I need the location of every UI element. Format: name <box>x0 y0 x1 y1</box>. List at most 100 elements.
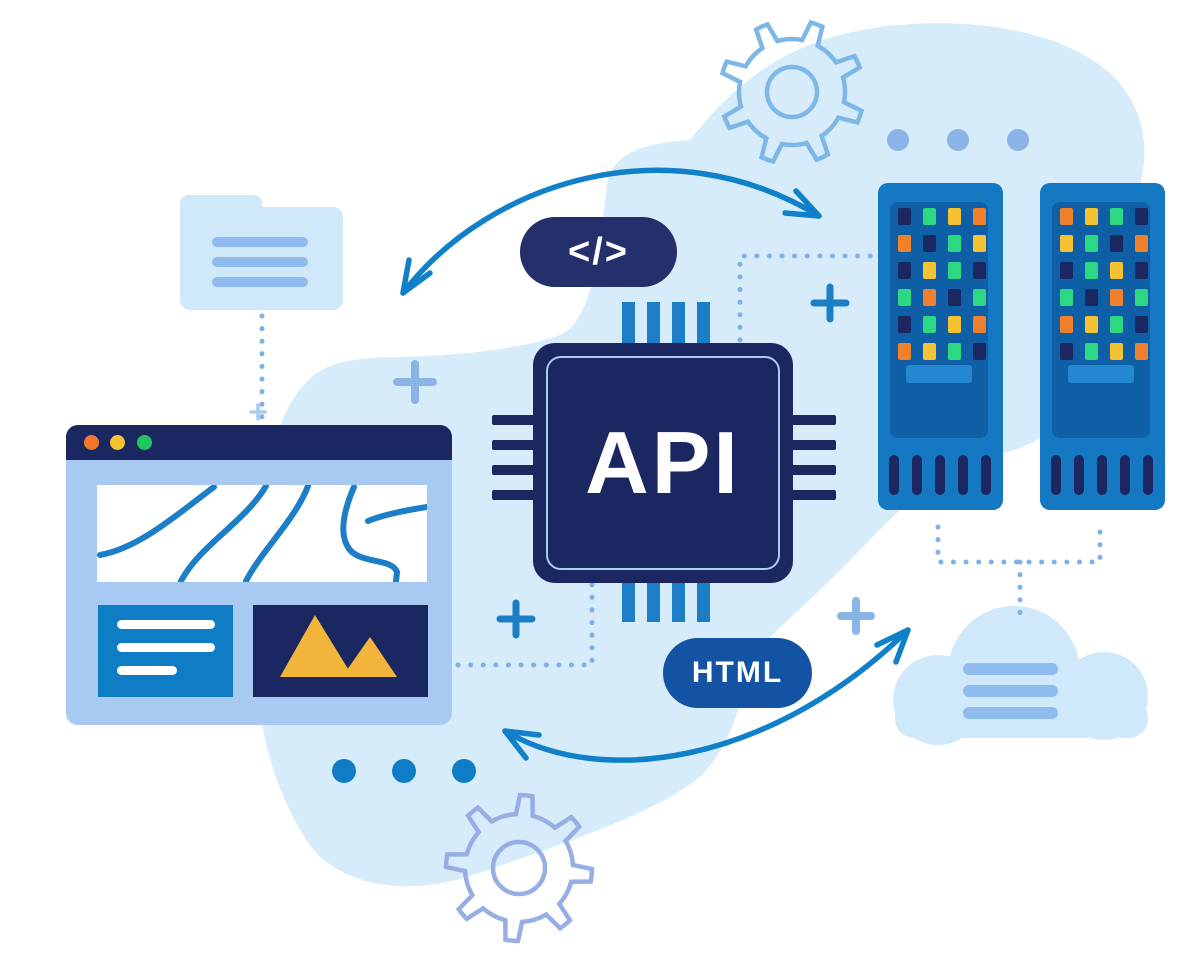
dotted-connector-browser-chip <box>455 581 595 668</box>
plus-icon <box>810 283 850 323</box>
server-vent-slot <box>1051 455 1061 495</box>
led-green-cell <box>1135 289 1148 306</box>
text-line <box>117 643 215 652</box>
plus-icon <box>837 597 875 635</box>
led-yellow-cell <box>923 262 936 279</box>
led-orange-cell <box>973 316 986 333</box>
chip-body: API <box>533 343 793 583</box>
arrow-top <box>400 167 822 296</box>
led-orange-cell <box>1110 289 1123 306</box>
led-orange-cell <box>923 289 936 306</box>
chip-label: API <box>585 413 741 512</box>
led-orange-cell <box>1060 208 1073 225</box>
chip-pin <box>697 302 710 344</box>
chip-pin <box>791 465 836 475</box>
led-navy-cell <box>1110 235 1123 252</box>
led-yellow-cell <box>1110 343 1123 360</box>
chip-pin <box>672 302 685 344</box>
cloud-icon <box>893 606 1148 745</box>
server-vent-slot <box>1097 455 1107 495</box>
chip-pin <box>647 302 660 344</box>
led-yellow-cell <box>948 208 961 225</box>
led-navy-cell <box>973 343 986 360</box>
server-vent-slot <box>889 455 899 495</box>
arrow-bottom <box>502 627 911 763</box>
server-vent-slot <box>958 455 968 495</box>
plus-icon <box>496 599 536 639</box>
led-navy-cell <box>898 316 911 333</box>
led-yellow-cell <box>1110 262 1123 279</box>
browser-window <box>66 425 452 725</box>
server-vent-slot <box>981 455 991 495</box>
led-orange-cell <box>1135 343 1148 360</box>
chip-pin <box>622 302 635 344</box>
server-rack <box>878 183 1003 510</box>
dots-bottom-left <box>332 759 476 783</box>
window-dot-orange <box>84 435 99 450</box>
led-orange-cell <box>973 208 986 225</box>
chip-pin <box>622 580 635 622</box>
server-vent-slot <box>912 455 922 495</box>
server-led-panel <box>1052 202 1150 438</box>
text-line <box>117 620 215 629</box>
image-block-panel <box>253 605 428 697</box>
chip-pin <box>791 490 836 500</box>
led-yellow-cell <box>923 343 936 360</box>
dotted-connector-servers <box>935 524 1103 565</box>
led-orange-cell <box>898 235 911 252</box>
led-navy-cell <box>1135 316 1148 333</box>
server-vent-slot <box>1120 455 1130 495</box>
sparkle-icon <box>249 403 267 421</box>
led-navy-cell <box>1135 262 1148 279</box>
dotted-connector-chip-server <box>737 253 879 343</box>
led-yellow-cell <box>1085 208 1098 225</box>
led-yellow-cell <box>1060 235 1073 252</box>
led-grid <box>1060 208 1148 360</box>
chip-pin <box>492 465 537 475</box>
chip-pin <box>647 580 660 622</box>
map-panel <box>97 483 430 584</box>
led-green-cell <box>973 289 986 306</box>
gear-icon <box>443 792 595 944</box>
led-yellow-cell <box>948 316 961 333</box>
browser-titlebar <box>66 425 452 460</box>
api-chip: API <box>492 302 836 622</box>
server-rack <box>1040 183 1165 510</box>
led-green-cell <box>923 316 936 333</box>
led-navy-cell <box>898 262 911 279</box>
led-green-cell <box>948 235 961 252</box>
window-dot-green <box>137 435 152 450</box>
led-orange-cell <box>1060 316 1073 333</box>
led-orange-cell <box>1135 235 1148 252</box>
led-green-cell <box>1060 289 1073 306</box>
led-orange-cell <box>898 343 911 360</box>
led-yellow-cell <box>1085 316 1098 333</box>
server-vent-slot <box>1074 455 1084 495</box>
code-tag-label: </> <box>568 230 629 273</box>
server-vent-slot <box>935 455 945 495</box>
chip-pin <box>492 415 537 425</box>
led-green-cell <box>1085 235 1098 252</box>
led-green-cell <box>948 343 961 360</box>
led-green-cell <box>1085 343 1098 360</box>
led-navy-cell <box>923 235 936 252</box>
chip-pin <box>697 580 710 622</box>
chip-pin <box>791 415 836 425</box>
chip-pin <box>672 580 685 622</box>
led-green-cell <box>898 289 911 306</box>
led-grid <box>898 208 986 360</box>
led-navy-cell <box>1060 262 1073 279</box>
led-navy-cell <box>973 262 986 279</box>
led-navy-cell <box>1135 208 1148 225</box>
code-tag-badge: </> <box>520 217 677 287</box>
led-green-cell <box>948 262 961 279</box>
server-vent-slot <box>1143 455 1153 495</box>
led-navy-cell <box>948 289 961 306</box>
window-dot-yellow <box>110 435 125 450</box>
folder-icon <box>180 195 343 310</box>
dots-top-right <box>887 129 1029 151</box>
html-tag-badge: HTML <box>663 638 812 708</box>
chip-pin <box>791 440 836 450</box>
led-green-cell <box>1085 262 1098 279</box>
